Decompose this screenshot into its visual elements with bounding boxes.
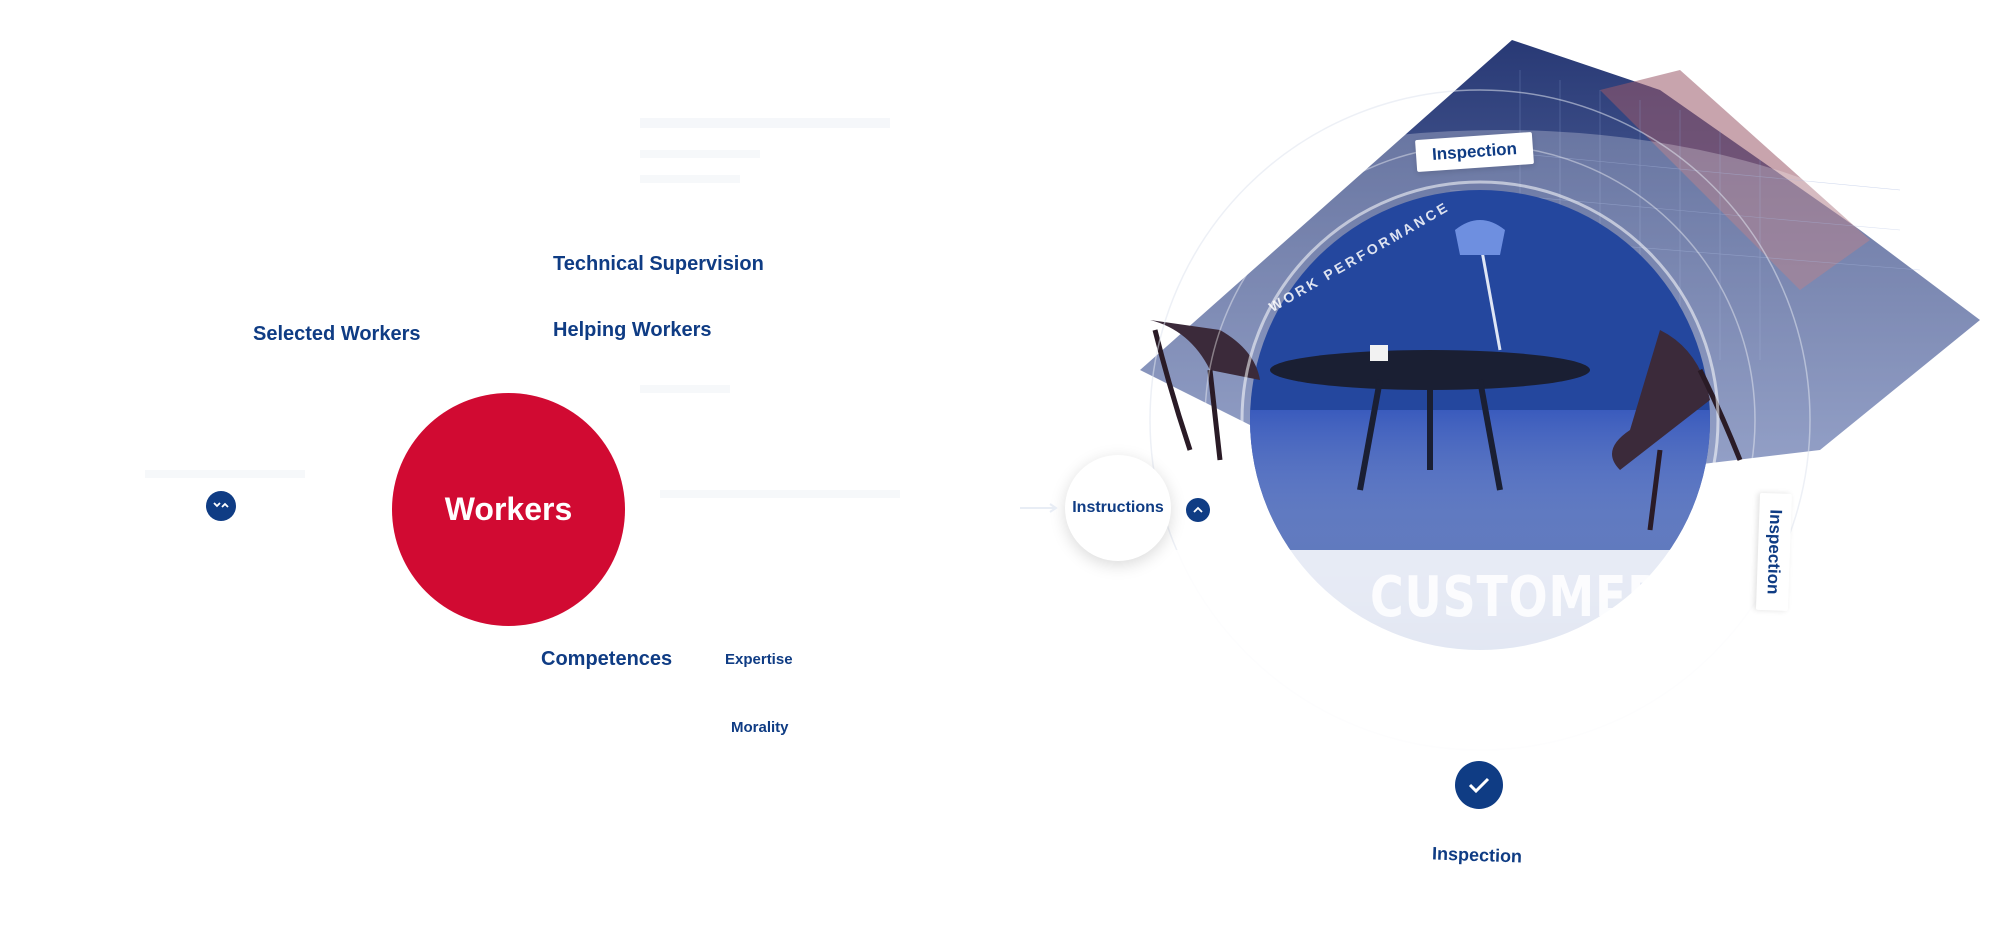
node-technical-supervision[interactable]: Technical Supervision <box>553 253 764 275</box>
instructions-node[interactable]: Instructions <box>1065 455 1171 561</box>
chevron-up-icon <box>1193 506 1203 513</box>
instructions-label: Instructions <box>1072 499 1164 516</box>
ghost-line <box>640 150 760 158</box>
inspection-bottom-label[interactable]: Inspection <box>1431 843 1523 867</box>
node-expertise[interactable]: Expertise <box>725 651 793 668</box>
ghost-line <box>640 385 730 393</box>
checkmark-icon <box>1468 777 1490 793</box>
ghost-line <box>145 470 305 478</box>
arrow-right-icon <box>1020 503 1058 513</box>
chevrons-icon <box>213 502 229 508</box>
node-selected-workers[interactable]: Selected Workers <box>253 323 421 345</box>
ghost-line <box>640 175 740 183</box>
inspection-right-tag[interactable]: Inspection <box>1755 492 1792 611</box>
office-illustration <box>1000 40 1999 790</box>
node-morality[interactable]: Morality <box>731 719 789 736</box>
instructions-toggle-button[interactable] <box>1186 498 1210 522</box>
node-competences[interactable]: Competences <box>541 648 673 670</box>
node-helping-workers[interactable]: Helping Workers <box>553 319 712 341</box>
workers-center-node[interactable]: Workers <box>392 393 625 626</box>
ghost-line <box>660 490 900 498</box>
ghost-line <box>640 118 890 128</box>
left-diagram: Technical Supervision Helping Workers Se… <box>145 118 900 736</box>
workers-label: Workers <box>444 491 573 527</box>
customer-title: CUSTOMER <box>1370 565 1664 630</box>
customer-scene <box>1000 30 1999 790</box>
confirm-button[interactable] <box>1455 761 1503 809</box>
left-toggle-button[interactable] <box>206 491 236 521</box>
